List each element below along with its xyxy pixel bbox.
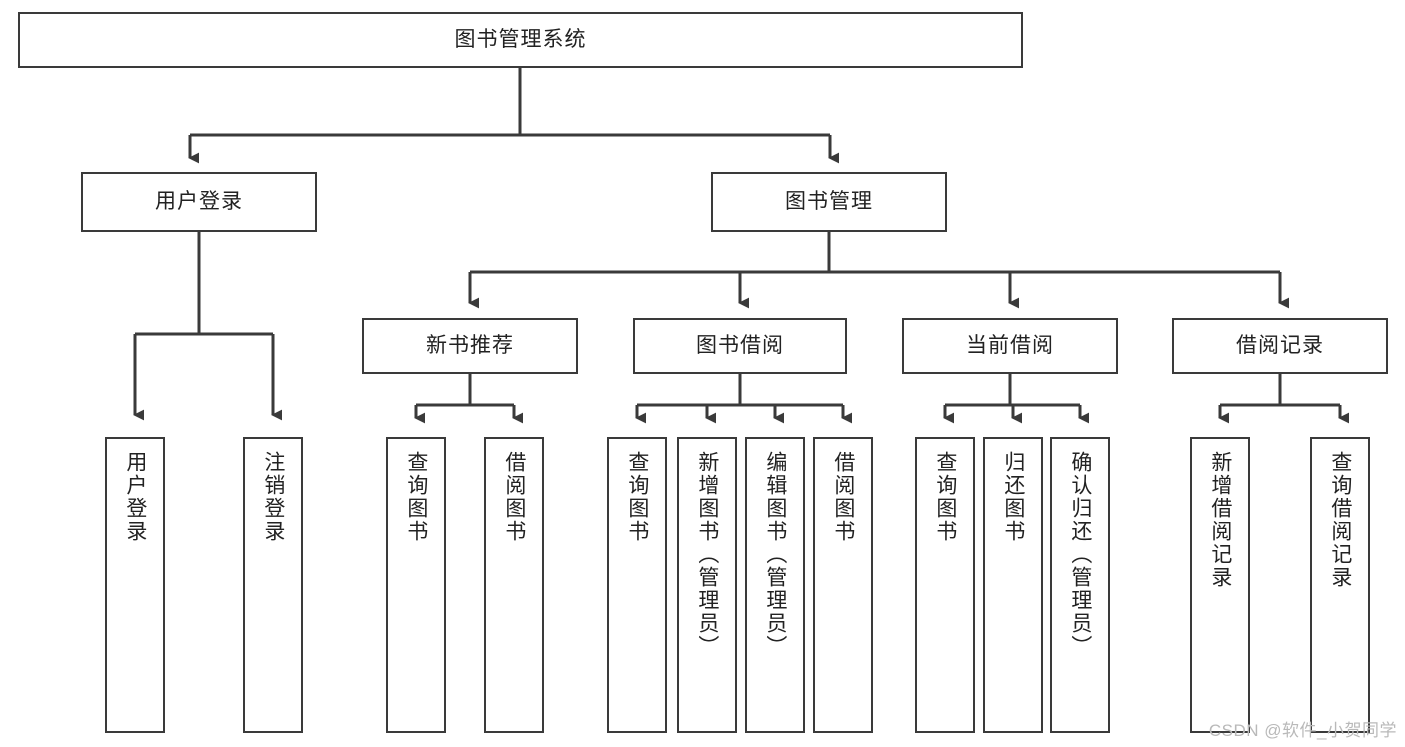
leaf-label: 借阅图书: [502, 451, 526, 543]
node-book-manage[interactable]: 图书管理: [711, 172, 947, 232]
node-root-system[interactable]: 图书管理系统: [18, 12, 1023, 68]
node-leaf-query-record[interactable]: 查询借阅记录: [1310, 437, 1370, 733]
leaf-label: 查询图书: [933, 451, 957, 543]
node-leaf-confirm-return[interactable]: 确认归还（管理员）: [1050, 437, 1110, 733]
node-leaf-query-book-rec[interactable]: 查询图书: [386, 437, 446, 733]
leaf-label: 查询图书: [404, 451, 428, 543]
node-leaf-add-book[interactable]: 新增图书（管理员）: [677, 437, 737, 733]
node-borrow-record[interactable]: 借阅记录: [1172, 318, 1388, 374]
leaf-label: 确认归还（管理员）: [1068, 451, 1092, 658]
node-leaf-borrow-book-rec[interactable]: 借阅图书: [484, 437, 544, 733]
node-user-login[interactable]: 用户登录: [81, 172, 317, 232]
leaf-label: 借阅图书: [831, 451, 855, 543]
node-current-borrow[interactable]: 当前借阅: [902, 318, 1118, 374]
leaf-label: 新增借阅记录: [1208, 451, 1232, 589]
leaf-label: 新增图书（管理员）: [695, 451, 719, 658]
node-leaf-return-book[interactable]: 归还图书: [983, 437, 1043, 733]
csdn-watermark: CSDN @软件_小贺同学: [1208, 721, 1397, 740]
node-leaf-add-record[interactable]: 新增借阅记录: [1190, 437, 1250, 733]
node-leaf-borrow-book[interactable]: 借阅图书: [813, 437, 873, 733]
node-leaf-user-login[interactable]: 用户登录: [105, 437, 165, 733]
leaf-label: 查询图书: [625, 451, 649, 543]
node-leaf-query-book-borrow[interactable]: 查询图书: [607, 437, 667, 733]
leaf-label: 注销登录: [261, 451, 285, 543]
leaf-label: 归还图书: [1001, 451, 1025, 543]
node-new-book-recommend[interactable]: 新书推荐: [362, 318, 578, 374]
node-leaf-query-book-cur[interactable]: 查询图书: [915, 437, 975, 733]
leaf-label: 用户登录: [123, 451, 147, 543]
node-book-borrow[interactable]: 图书借阅: [633, 318, 847, 374]
leaf-label: 编辑图书（管理员）: [763, 451, 787, 658]
node-leaf-edit-book[interactable]: 编辑图书（管理员）: [745, 437, 805, 733]
node-leaf-user-logout[interactable]: 注销登录: [243, 437, 303, 733]
leaf-label: 查询借阅记录: [1328, 451, 1352, 589]
